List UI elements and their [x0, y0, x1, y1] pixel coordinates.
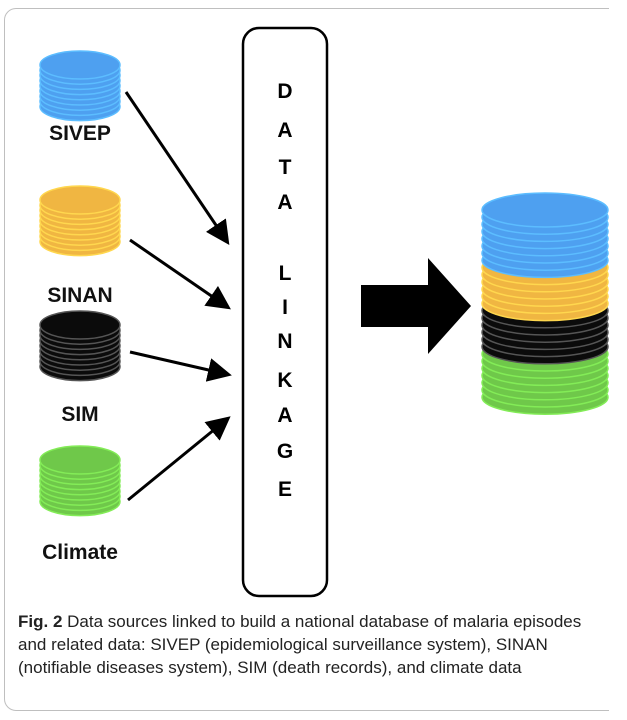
data-linkage-text: D A T A L I N K A G E: [277, 80, 293, 501]
database-disk: [39, 445, 121, 475]
linkage-letter: L: [279, 262, 292, 285]
climate-label: Climate: [42, 541, 118, 564]
linkage-letter: T: [279, 156, 292, 179]
database-disk: [39, 185, 121, 215]
arrow-sim: [129, 350, 232, 382]
big-right-arrow-icon: [361, 258, 471, 354]
database-disk: [39, 310, 121, 340]
combined-database-icon: [481, 192, 609, 415]
data-linkage-box: [241, 26, 329, 598]
database-disk: [39, 50, 121, 80]
arrow-sinan: [129, 238, 231, 310]
combined-database-disk: [481, 192, 609, 228]
frame-gap: [609, 0, 627, 720]
linkage-letter: A: [277, 119, 292, 142]
linkage-letter: A: [277, 404, 292, 427]
sinan-database-icon: [39, 185, 121, 257]
linkage-letter: N: [277, 330, 292, 353]
sim-database-icon: [39, 310, 121, 382]
climate-database-icon: [39, 445, 121, 517]
sinan-label: SINAN: [47, 284, 112, 307]
sivep-label: SIVEP: [49, 122, 111, 145]
linkage-letter: G: [277, 440, 293, 463]
sim-label: SIM: [61, 403, 98, 426]
data-linkage-diagram: SIVEP SINAN SIM Climate D A T A L I N K …: [39, 26, 609, 598]
arrow-climate: [127, 416, 231, 502]
arrow-sivep: [124, 91, 230, 245]
linkage-letter: K: [277, 369, 292, 392]
figure-label: Fig. 2: [18, 612, 63, 631]
caption-text: Data sources linked to build a national …: [18, 612, 582, 677]
sivep-database-icon: [39, 50, 121, 122]
figure-caption: Fig. 2 Data sources linked to build a na…: [18, 610, 613, 679]
linkage-letter: D: [277, 80, 292, 103]
linkage-letter: I: [282, 296, 288, 319]
linkage-letter: E: [278, 478, 292, 501]
linkage-letter: A: [277, 191, 292, 214]
